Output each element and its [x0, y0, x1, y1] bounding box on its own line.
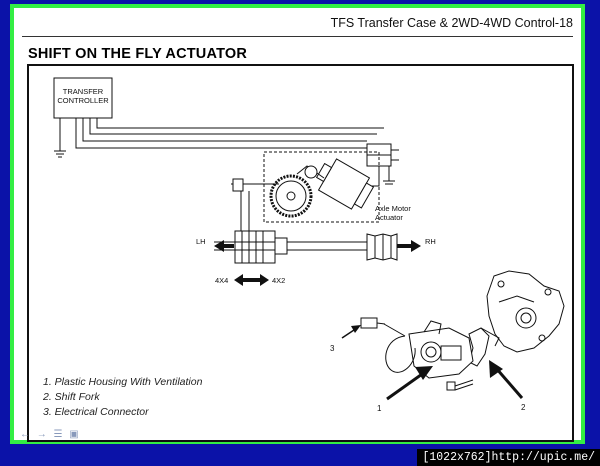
electrical-connector [360, 317, 378, 329]
gear-wheel [269, 174, 313, 218]
cv-joint [366, 233, 398, 261]
controller-label-line1: TRANSFER [63, 87, 104, 96]
slide-nav-controls[interactable]: ← → ☰ ▣ [20, 429, 81, 440]
slide-title: SHIFT ON THE FLY ACTUATOR [28, 46, 248, 62]
shift-collar [234, 230, 276, 264]
mode-4x4-label: 4X4 [215, 276, 228, 285]
controller-label-line2: CONTROLLER [57, 96, 109, 105]
callout-3: 3 [330, 344, 335, 353]
legend-item: 2. Shift Fork [43, 391, 100, 403]
legend-item: 1. Plastic Housing With Ventilation [43, 376, 203, 388]
callout-1: 1 [377, 404, 382, 413]
mode-4x2-label: 4X2 [272, 276, 285, 285]
resolution-badge: [1022x762]http://upic.me/ [417, 449, 600, 466]
transfer-controller-box [53, 77, 113, 119]
actuator-diagram: TRANSFER CONTROLLER Axle Motor Actuator … [53, 77, 565, 413]
diagram-panel: TRANSFER CONTROLLER Axle Motor Actuator … [27, 64, 574, 442]
legend-item: 3. Electrical Connector [43, 406, 149, 418]
callout-2: 2 [521, 403, 526, 412]
section-header: TFS Transfer Case & 2WD-4WD Control-18 [330, 16, 573, 30]
parts-legend: 1. Plastic Housing With Ventilation 2. S… [43, 376, 202, 421]
motor-label-line2: Actuator [375, 213, 403, 222]
actuator-enclosure [263, 151, 380, 223]
motor-label-line1: Axle Motor [375, 204, 411, 213]
rh-label: RH [425, 237, 436, 246]
mounting-bolt [446, 381, 456, 391]
shift-fork [468, 327, 490, 367]
lh-label: LH [196, 237, 206, 246]
header-divider [22, 36, 573, 37]
slide-frame: TFS Transfer Case & 2WD-4WD Control-18 S… [10, 4, 585, 444]
